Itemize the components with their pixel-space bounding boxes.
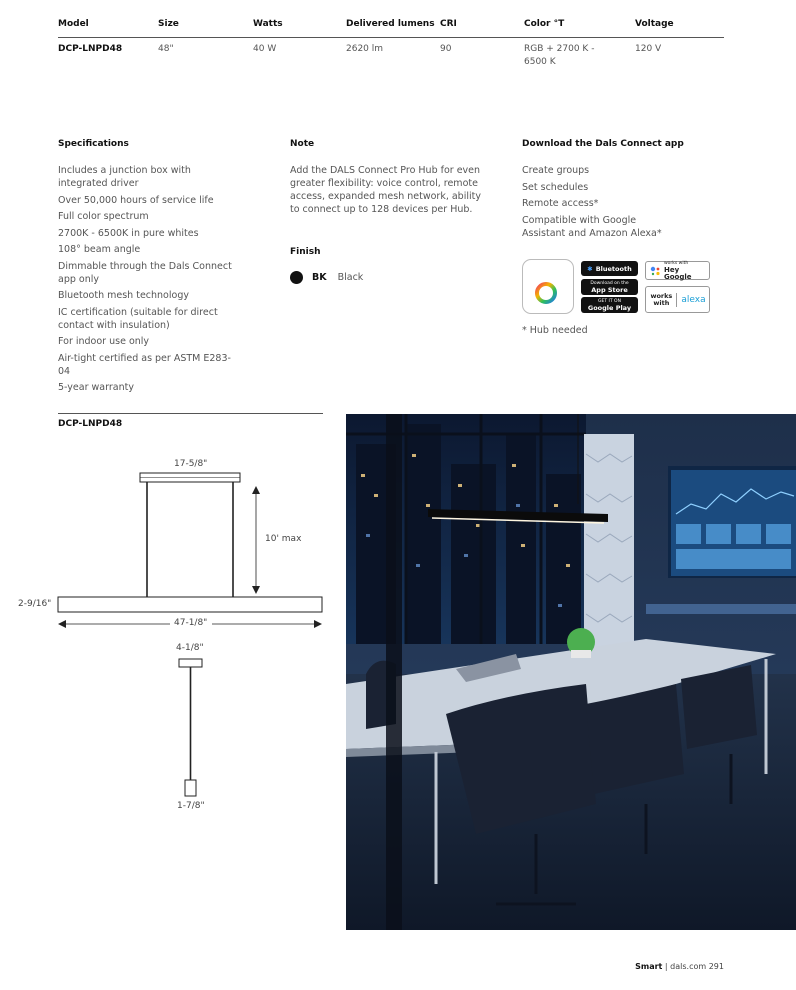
list-item: Compatible with Google Assistant and Ama… [522, 214, 662, 239]
dim-canopy-width: 17-5/8" [174, 459, 208, 469]
list-item: 2700K - 6500K in pure whites [58, 227, 199, 239]
list-item: 108° beam angle [58, 244, 141, 255]
list-item: Remote access* [522, 198, 599, 209]
diagram-divider [58, 413, 323, 414]
footer-section: Smart [635, 962, 663, 971]
header-color-temp: Color °T [524, 19, 565, 29]
list-item: Includes a junction box with integrated … [58, 165, 191, 189]
header-model: Model [58, 19, 89, 29]
list-item: Create groups [522, 165, 590, 176]
cell-lumens: 2620 lm [346, 44, 384, 54]
spec-table-header: Model Size Watts Delivered lumens CRI Co… [58, 18, 724, 38]
specifications-list: Includes a junction box with integrated … [58, 164, 233, 398]
finish-name: Black [337, 272, 364, 283]
hey-google-badge: works with Hey Google [645, 261, 710, 281]
google-play-badge[interactable]: GET IT ON Google Play [581, 297, 638, 313]
header-cri: CRI [440, 19, 457, 29]
header-voltage: Voltage [635, 19, 674, 29]
dim-side-bottom: 1-7/8" [177, 801, 205, 811]
cell-model: DCP-LNPD48 [58, 44, 123, 54]
dim-profile-height: 2-9/16" [18, 599, 52, 609]
footer-separator: | [664, 962, 668, 971]
works-with-alexa-badge: works with alexa [645, 286, 710, 313]
list-item: Over 50,000 hours of service life [58, 194, 214, 206]
header-lumens: Delivered lumens [346, 19, 435, 29]
page-footer: Smart | dals.com 291 [635, 962, 724, 971]
dals-connect-app-logo [522, 259, 574, 314]
cell-size: 48" [158, 44, 174, 54]
header-watts: Watts [253, 19, 283, 29]
list-item: 5-year warranty [58, 382, 134, 393]
dimension-drawing [57, 472, 323, 797]
dim-length: 47-1/8" [174, 618, 208, 628]
cell-voltage: 120 V [635, 44, 662, 54]
header-size: Size [158, 19, 179, 29]
dim-side-canopy: 4-1/8" [176, 643, 204, 653]
list-item: For indoor use only [58, 336, 150, 347]
alexa-wordmark: alexa [681, 294, 706, 305]
bluetooth-badge: ✱ Bluetooth [581, 261, 638, 276]
hub-footnote: * Hub needed [522, 325, 588, 336]
note-heading: Note [290, 139, 315, 149]
app-heading: Download the Dals Connect app [522, 139, 684, 149]
cell-watts: 40 W [253, 44, 277, 54]
specifications-heading: Specifications [58, 139, 129, 149]
list-item: Bluetooth mesh technology [58, 290, 189, 301]
cell-cri: 90 [440, 44, 452, 54]
google-assistant-icon [650, 266, 660, 275]
diagram-title: DCP-LNPD48 [58, 419, 123, 429]
list-item: Full color spectrum [58, 211, 149, 222]
conference-room-photo [346, 414, 796, 930]
finish-swatch [290, 271, 303, 284]
list-item: Air-tight certified as per ASTM E283-04 [58, 352, 231, 377]
footer-site: dals.com [670, 962, 707, 971]
app-feature-list: Create groups Set schedules Remote acces… [522, 164, 682, 243]
cell-color-temp: RGB + 2700 K - 6500 K [524, 44, 595, 67]
page-number: 291 [708, 962, 724, 971]
app-store-badge[interactable]: Download on the App Store [581, 279, 638, 295]
finish-code: BK [312, 272, 327, 283]
list-item: Set schedules [522, 181, 589, 193]
list-item: Dimmable through the Dals Connect app on… [58, 260, 232, 285]
list-item: IC certification (suitable for direct co… [58, 306, 218, 331]
dim-drop: 10' max [265, 534, 302, 544]
note-text: Add the DALS Connect Pro Hub for even gr… [290, 165, 481, 215]
bluetooth-icon: ✱ [587, 264, 593, 273]
finish-option: BK Black [290, 271, 363, 284]
finish-heading: Finish [290, 247, 321, 257]
